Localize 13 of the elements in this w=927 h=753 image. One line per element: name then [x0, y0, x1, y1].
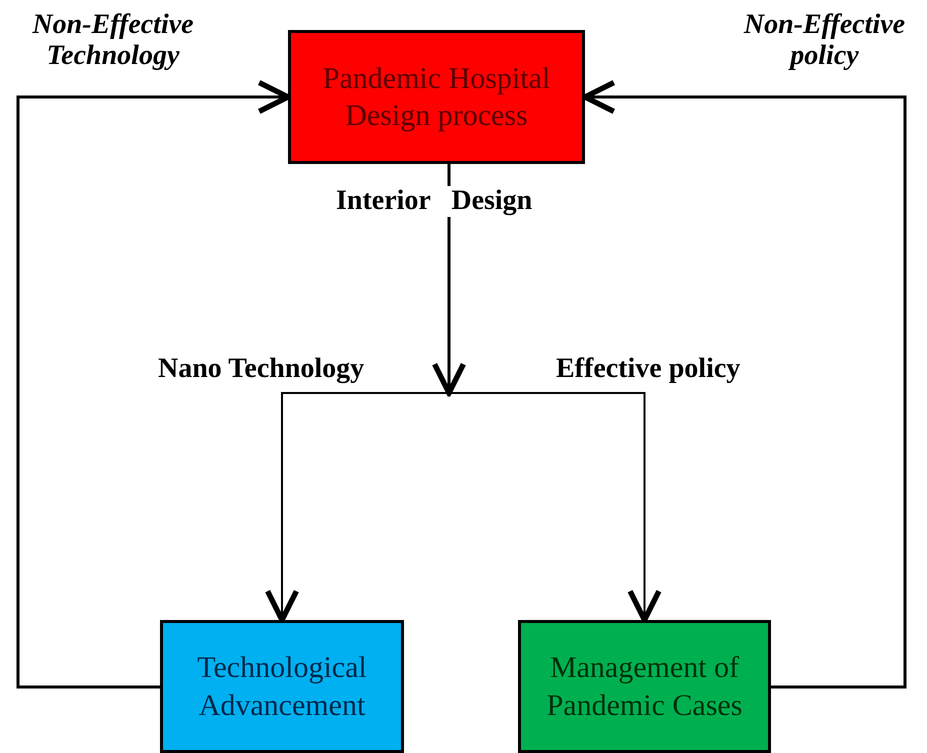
process-box [288, 30, 585, 164]
edge-label: Non-Effective Technology [31, 10, 195, 72]
edge-label: Non-Effective policy [742, 10, 906, 72]
arrow [264, 392, 449, 623]
arrow-label: Interior Design [336, 186, 532, 217]
box-label: Pandemic Hospital Design process [322, 60, 552, 134]
box-label: Technological Advancement [196, 650, 368, 724]
arrow [449, 392, 662, 623]
edge-label: Effective policy [556, 354, 740, 385]
process-box [160, 620, 404, 753]
box-label: Management of Pandemic Cases [546, 650, 744, 724]
process-box [518, 620, 771, 753]
arrow [432, 164, 466, 396]
